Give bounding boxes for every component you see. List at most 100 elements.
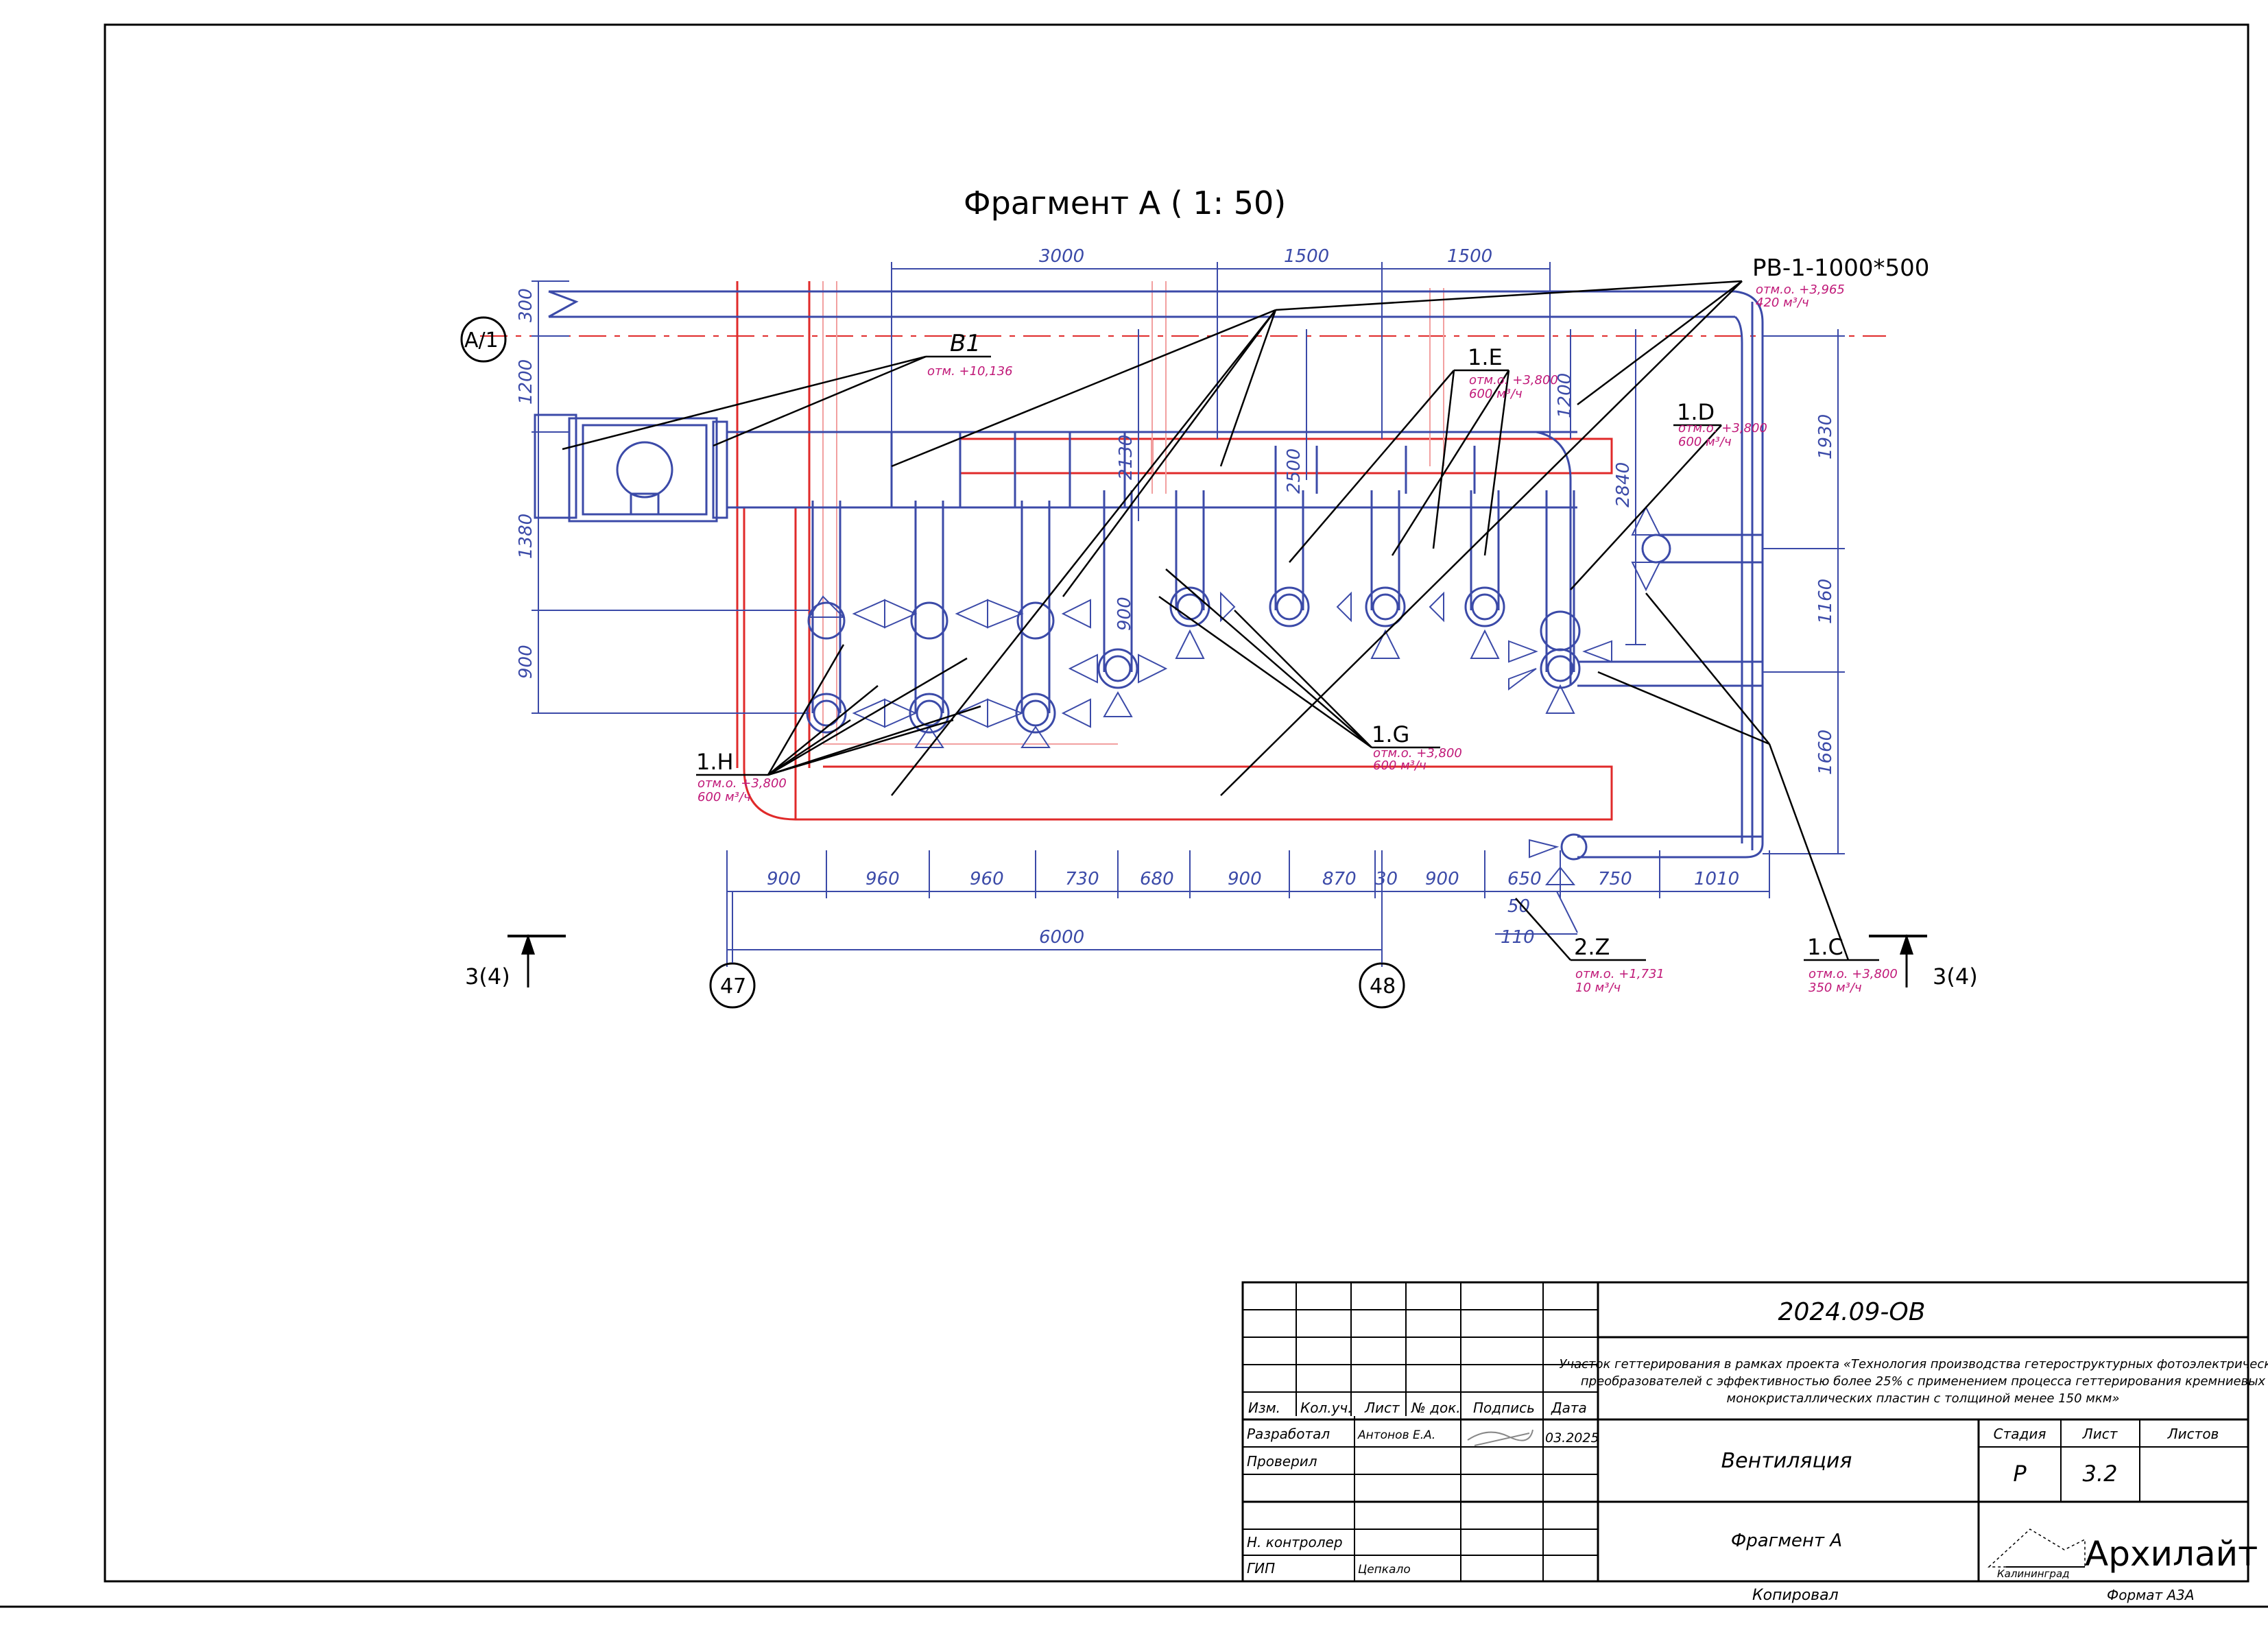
company-city: Калининград xyxy=(1997,1568,2070,1580)
svg-text:1200: 1200 xyxy=(516,359,536,405)
title-block-texts: 2024.09-ОВ Участок геттерирования в рамк… xyxy=(1247,1298,2268,1580)
svg-text:Стадия: Стадия xyxy=(1994,1426,2046,1442)
label-d-flow: 600 м³/ч xyxy=(1678,435,1732,449)
label-c-elev: отм.о. +3,800 xyxy=(1809,967,1898,981)
svg-text:50: 50 xyxy=(1507,896,1530,917)
label-rv-elev: отм.о. +3,965 xyxy=(1756,283,1845,297)
svg-text:1380: 1380 xyxy=(516,514,536,559)
svg-text:730: 730 xyxy=(1065,869,1099,889)
svg-text:Лист: Лист xyxy=(2082,1426,2118,1442)
svg-text:960: 960 xyxy=(970,869,1004,889)
svg-text:1930: 1930 xyxy=(1815,414,1836,459)
label-b1-elev: отм. +10,136 xyxy=(927,364,1013,379)
equipment-labels: В1 отм. +10,136 РВ-1-1000*500 отм.о. +3,… xyxy=(696,254,1929,995)
label-e-name: 1.E xyxy=(1468,344,1503,370)
role-0-date: 03.2025 xyxy=(1545,1430,1599,1446)
svg-text:1500: 1500 xyxy=(1284,246,1329,267)
svg-text:900: 900 xyxy=(516,645,536,679)
label-rv-flow: 420 м³/ч xyxy=(1756,296,1809,310)
drawing-title: Фрагмент А ( 1: 50) xyxy=(964,184,1286,221)
label-e-flow: 600 м³/ч xyxy=(1469,387,1523,401)
label-c-flow: 350 м³/ч xyxy=(1809,981,1862,995)
svg-text:960: 960 xyxy=(866,869,900,889)
svg-text:650: 650 xyxy=(1507,869,1542,889)
sheet-value: 3.2 xyxy=(2083,1461,2118,1487)
svg-text:110: 110 xyxy=(1501,927,1535,948)
role-3: ГИП xyxy=(1247,1560,1275,1577)
svg-text:2840: 2840 xyxy=(1613,462,1634,507)
leader-lines xyxy=(562,280,1879,961)
label-d-elev: отм.о. +3,800 xyxy=(1678,421,1767,435)
svg-text:1010: 1010 xyxy=(1694,869,1739,889)
label-d-name: 1.D xyxy=(1677,399,1715,425)
title-block xyxy=(1241,1281,2249,1583)
section-label-left: 3(4) xyxy=(465,963,510,990)
svg-text:2500: 2500 xyxy=(1284,448,1304,494)
role-0-name: Антонов Е.А. xyxy=(1357,1428,1435,1442)
role-1: Проверил xyxy=(1247,1453,1317,1470)
role-2: Н. контролер xyxy=(1247,1534,1343,1550)
label-h-flow: 600 м³/ч xyxy=(697,790,751,804)
svg-text:900: 900 xyxy=(1114,597,1135,631)
axis-lines xyxy=(480,281,1886,398)
label-g-flow: 600 м³/ч xyxy=(1373,758,1427,773)
label-g-elev: отм.о. +3,800 xyxy=(1373,746,1462,760)
duct-network xyxy=(534,290,1764,861)
section-label-right: 3(4) xyxy=(1933,963,1978,990)
svg-text:900: 900 xyxy=(767,869,801,889)
role-3-name: Цепкало xyxy=(1358,1563,1411,1577)
role-0: Разработал xyxy=(1247,1426,1330,1442)
project-line-2: преобразователей с эффективностью более … xyxy=(1581,1374,2266,1389)
section-name: Вентиляция xyxy=(1721,1449,1852,1473)
project-line-3: монокристаллических пластин с толщиной м… xyxy=(1727,1391,2120,1406)
svg-text:300: 300 xyxy=(516,288,536,322)
svg-text:Изм.: Изм. xyxy=(1248,1400,1280,1416)
svg-text:Листов: Листов xyxy=(2167,1426,2219,1442)
svg-text:1200: 1200 xyxy=(1555,373,1575,418)
svg-text:2130: 2130 xyxy=(1116,435,1136,480)
project-line-1: Участок геттерирования в рамках проекта … xyxy=(1559,1357,2268,1371)
label-z-flow: 10 м³/ч xyxy=(1575,981,1621,995)
footer-format: Формат А3А xyxy=(2107,1587,2195,1603)
label-b1-name: В1 xyxy=(950,330,981,357)
dimension-texts: 3000 1500 1500 900 960 960 730 680 900 8… xyxy=(516,246,1836,948)
svg-text:1500: 1500 xyxy=(1447,246,1492,267)
svg-text:900: 900 xyxy=(1228,869,1262,889)
svg-text:Дата: Дата xyxy=(1551,1400,1587,1416)
svg-text:6000: 6000 xyxy=(1039,927,1084,948)
svg-text:30: 30 xyxy=(1375,869,1398,889)
signature xyxy=(1467,1429,1533,1446)
axis-markers xyxy=(460,316,1405,1009)
footer-copied: Копировал xyxy=(1752,1587,1839,1604)
axis-48: 48 xyxy=(1370,974,1396,998)
sheet-name: Фрагмент А xyxy=(1731,1531,1842,1551)
section-mark-left xyxy=(508,934,566,987)
stage-value: Р xyxy=(2013,1461,2027,1487)
svg-text:Лист: Лист xyxy=(1364,1400,1400,1416)
svg-text:№ док.: № док. xyxy=(1411,1400,1461,1416)
svg-text:870: 870 xyxy=(1322,869,1357,889)
label-h-elev: отм.о. +3,800 xyxy=(697,776,787,791)
svg-text:750: 750 xyxy=(1598,869,1632,889)
company-name: Архилайт xyxy=(2085,1534,2258,1574)
sheet-frame xyxy=(104,23,2249,1583)
section-mark-right xyxy=(1869,934,1927,987)
label-z-elev: отм.о. +1,731 xyxy=(1575,967,1664,981)
svg-text:Подпись: Подпись xyxy=(1473,1400,1535,1416)
label-e-elev: отм.о. +3,800 xyxy=(1469,373,1558,387)
svg-text:1160: 1160 xyxy=(1815,579,1836,624)
label-c-name: 1.C xyxy=(1807,934,1843,960)
doc-code: 2024.09-ОВ xyxy=(1778,1298,1926,1326)
axis-47: 47 xyxy=(720,974,746,998)
svg-text:Кол.уч.: Кол.уч. xyxy=(1300,1400,1352,1416)
svg-text:680: 680 xyxy=(1140,869,1174,889)
axis-a1: А/1 xyxy=(464,328,499,352)
label-g-name: 1.G xyxy=(1372,721,1409,747)
label-z-name: 2.Z xyxy=(1574,934,1610,960)
label-rv-name: РВ-1-1000*500 xyxy=(1752,254,1929,282)
label-h-name: 1.H xyxy=(696,749,734,775)
dimension-lines xyxy=(532,262,1845,967)
svg-text:900: 900 xyxy=(1425,869,1459,889)
svg-text:3000: 3000 xyxy=(1039,246,1084,267)
